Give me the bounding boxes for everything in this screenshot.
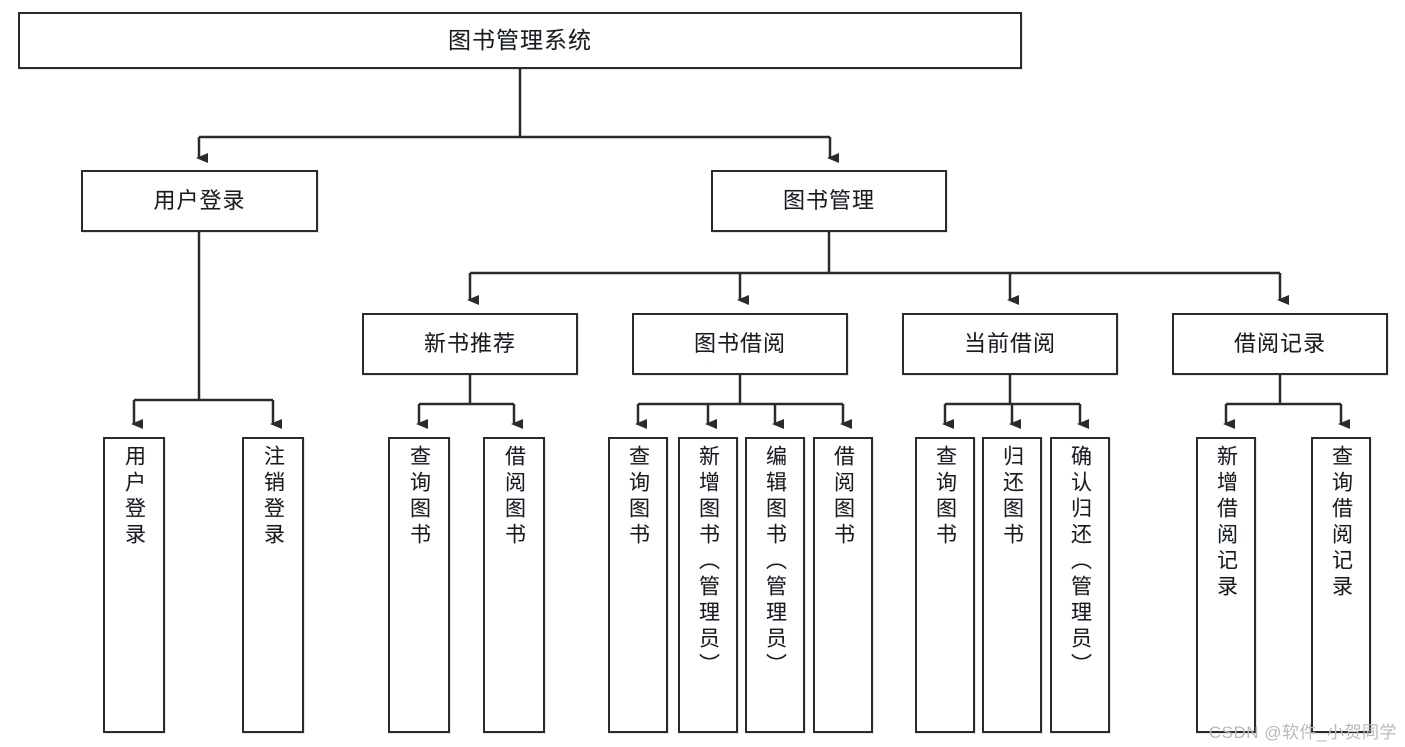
node-leaf-add-book[interactable]: 新增图书（管理员） (678, 437, 738, 733)
node-leaf-borrow-book-1[interactable]: 借阅图书 (483, 437, 545, 733)
node-leaf-edit-book-label: 编辑图书（管理员） (763, 445, 787, 679)
node-leaf-logout[interactable]: 注销登录 (242, 437, 304, 733)
node-current-borrow[interactable]: 当前借阅 (902, 313, 1118, 375)
node-leaf-query-record[interactable]: 查询借阅记录 (1311, 437, 1371, 733)
node-leaf-borrow-book-2[interactable]: 借阅图书 (813, 437, 873, 733)
node-user-login-label: 用户登录 (153, 188, 246, 214)
node-leaf-add-record-label: 新增借阅记录 (1214, 445, 1238, 601)
node-borrow-record-label: 借阅记录 (1233, 331, 1326, 357)
node-leaf-user-login[interactable]: 用户登录 (103, 437, 165, 733)
node-leaf-user-login-label: 用户登录 (122, 445, 146, 549)
node-book-manage-label: 图书管理 (782, 188, 875, 214)
node-leaf-add-book-label: 新增图书（管理员） (696, 445, 720, 679)
node-user-login[interactable]: 用户登录 (81, 170, 318, 232)
node-leaf-confirm-return[interactable]: 确认归还（管理员） (1050, 437, 1110, 733)
node-leaf-query-book-1-label: 查询图书 (407, 445, 431, 549)
watermark-text: CSDN @软件_小贺同学 (1208, 723, 1397, 742)
node-leaf-logout-label: 注销登录 (261, 445, 285, 549)
node-book-borrow[interactable]: 图书借阅 (632, 313, 848, 375)
node-root-label: 图书管理系统 (448, 27, 592, 54)
node-leaf-query-book-2-label: 查询图书 (626, 445, 650, 549)
node-leaf-query-book-3-label: 查询图书 (933, 445, 957, 549)
node-leaf-add-record[interactable]: 新增借阅记录 (1196, 437, 1256, 733)
node-book-borrow-label: 图书借阅 (693, 331, 786, 357)
node-leaf-return-book[interactable]: 归还图书 (982, 437, 1042, 733)
node-current-borrow-label: 当前借阅 (963, 331, 1056, 357)
node-leaf-borrow-book-1-label: 借阅图书 (502, 445, 526, 549)
node-leaf-query-book-1[interactable]: 查询图书 (388, 437, 450, 733)
node-leaf-query-book-2[interactable]: 查询图书 (608, 437, 668, 733)
node-leaf-edit-book[interactable]: 编辑图书（管理员） (745, 437, 805, 733)
node-leaf-query-record-label: 查询借阅记录 (1329, 445, 1353, 601)
node-root[interactable]: 图书管理系统 (18, 12, 1022, 69)
node-leaf-borrow-book-2-label: 借阅图书 (831, 445, 855, 549)
node-leaf-query-book-3[interactable]: 查询图书 (915, 437, 975, 733)
node-new-book-rec-label: 新书推荐 (423, 331, 516, 357)
node-new-book-rec[interactable]: 新书推荐 (362, 313, 578, 375)
node-borrow-record[interactable]: 借阅记录 (1172, 313, 1388, 375)
node-book-manage[interactable]: 图书管理 (711, 170, 947, 232)
node-leaf-return-book-label: 归还图书 (1000, 445, 1024, 549)
node-leaf-confirm-return-label: 确认归还（管理员） (1068, 445, 1092, 679)
